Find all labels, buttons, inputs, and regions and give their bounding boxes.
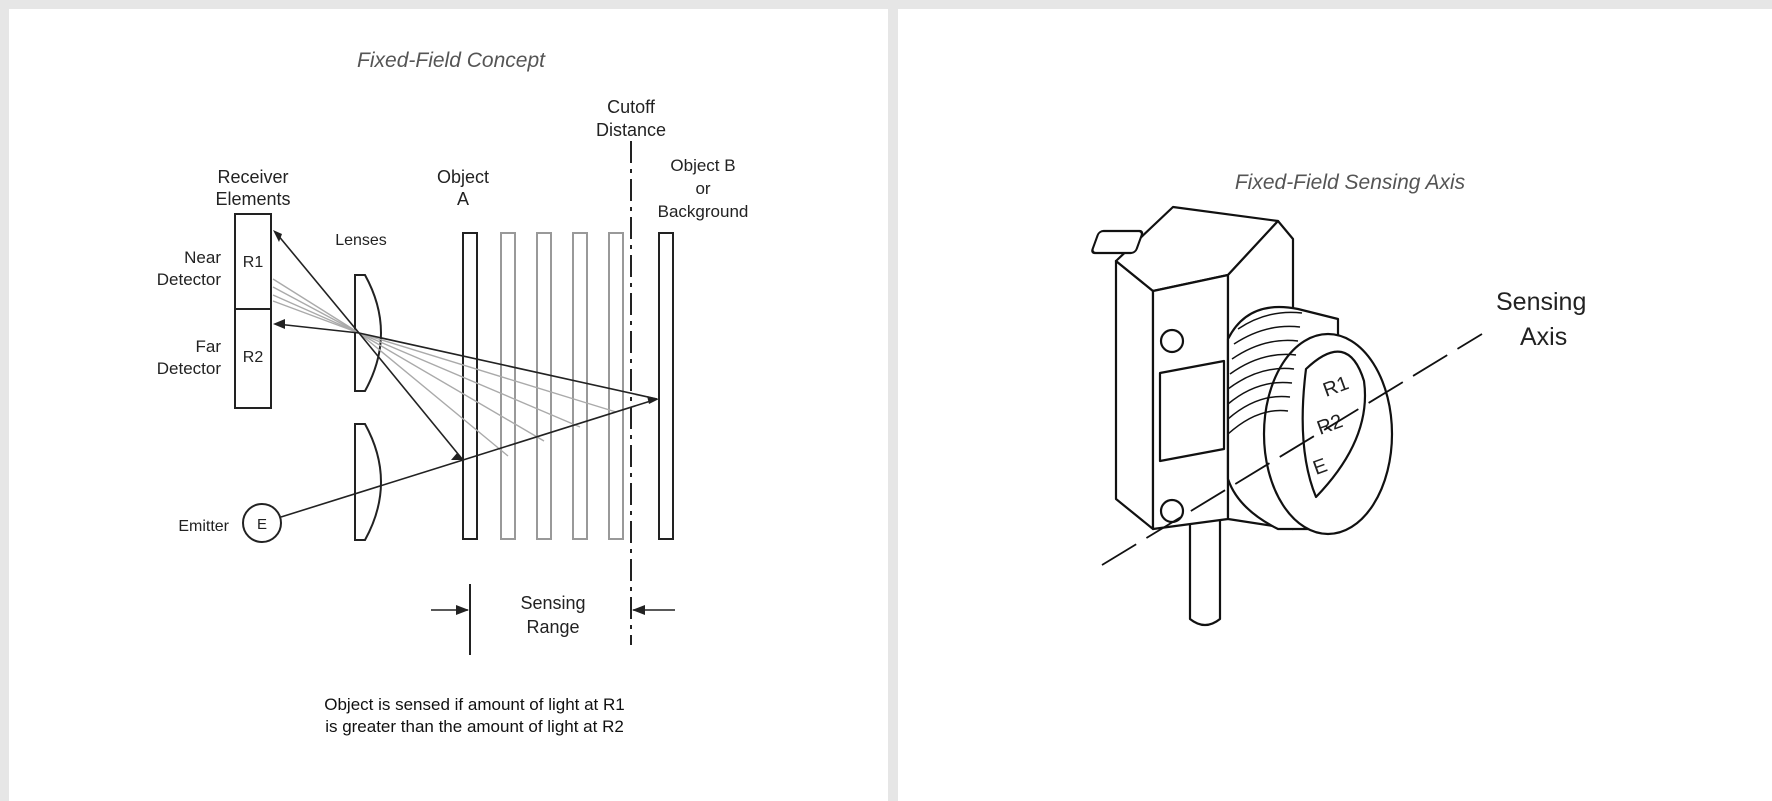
object-b-label-3: Background: [658, 202, 749, 221]
receiver-elements-label-2: Elements: [215, 189, 290, 209]
sensor-window: [1158, 359, 1226, 463]
sensing-range-label-1: Sensing: [520, 593, 585, 613]
caption: Object is sensed if amount of light at R…: [35, 694, 914, 738]
caption-line-2: is greater than the amount of light at R…: [325, 717, 624, 736]
far-detector-label-1: Far: [196, 337, 222, 356]
arrowhead-r2: [273, 319, 285, 329]
range-right-arrowhead: [632, 605, 645, 615]
arrowhead-object-b: [647, 396, 659, 404]
sensing-axis-line: [1101, 333, 1483, 566]
object-b-label-2: or: [695, 179, 710, 198]
object-position-4: [608, 232, 624, 540]
emitter-circle: [242, 503, 282, 543]
lenses-label: Lenses: [335, 232, 387, 249]
sensor-illustration: R1 R2 E Sensing Axis: [1091, 205, 1586, 627]
sensor-back-face: [1114, 259, 1155, 531]
object-position-3: [572, 232, 588, 540]
object-a-label-2: A: [457, 189, 469, 209]
mount-hole-upper: [1159, 328, 1185, 354]
caption-line-1: Object is sensed if amount of light at R…: [324, 695, 625, 714]
far-detector-label-2: Detector: [157, 359, 222, 378]
thread-lines: [1227, 311, 1303, 435]
sensing-axis-label-1: Sensing: [1496, 288, 1586, 316]
near-detector-label-2: Detector: [157, 270, 222, 289]
receiver-elements-label-1: Receiver: [217, 167, 288, 187]
sensing-axis-label-2: Axis: [1520, 323, 1567, 351]
top-connector: [1091, 229, 1144, 255]
object-b-label-1: Object B: [670, 156, 735, 175]
emitter-e-label: E: [257, 516, 267, 533]
r1-label: R1: [243, 254, 264, 271]
fixed-field-concept-diagram: R1 R2: [157, 97, 749, 655]
sensing-range-label-2: Range: [526, 617, 579, 637]
arrowhead-object-a: [451, 453, 463, 460]
cutoff-label-1: Cutoff: [607, 97, 656, 117]
r2-label: R2: [243, 349, 264, 366]
range-left-arrowhead: [456, 605, 469, 615]
main-rays: [276, 233, 658, 518]
lower-lens: [354, 423, 382, 541]
object-b-background: [658, 232, 674, 540]
sensor-cable: [1188, 515, 1222, 627]
panel-title: Fixed-Field Concept: [357, 49, 545, 72]
object-a-label-1: Object: [437, 167, 489, 187]
panel-title-right: Fixed-Field Sensing Axis: [1234, 171, 1466, 194]
reflection-rays-grey: [272, 278, 617, 457]
object-a: [462, 232, 478, 540]
near-detector-label-1: Near: [184, 248, 221, 267]
cutoff-label-2: Distance: [596, 120, 666, 140]
object-position-1: [500, 232, 516, 540]
arrowhead-r1: [273, 230, 282, 242]
emitter-label: Emitter: [178, 518, 229, 535]
receiver-elements-box: [234, 213, 272, 409]
fixed-field-sensing-axis-panel: Fixed-Field Sensing Axis: [898, 9, 1772, 801]
fixed-field-concept-panel: Fixed-Field Concept R1 R2: [9, 9, 888, 801]
object-position-2: [536, 232, 552, 540]
